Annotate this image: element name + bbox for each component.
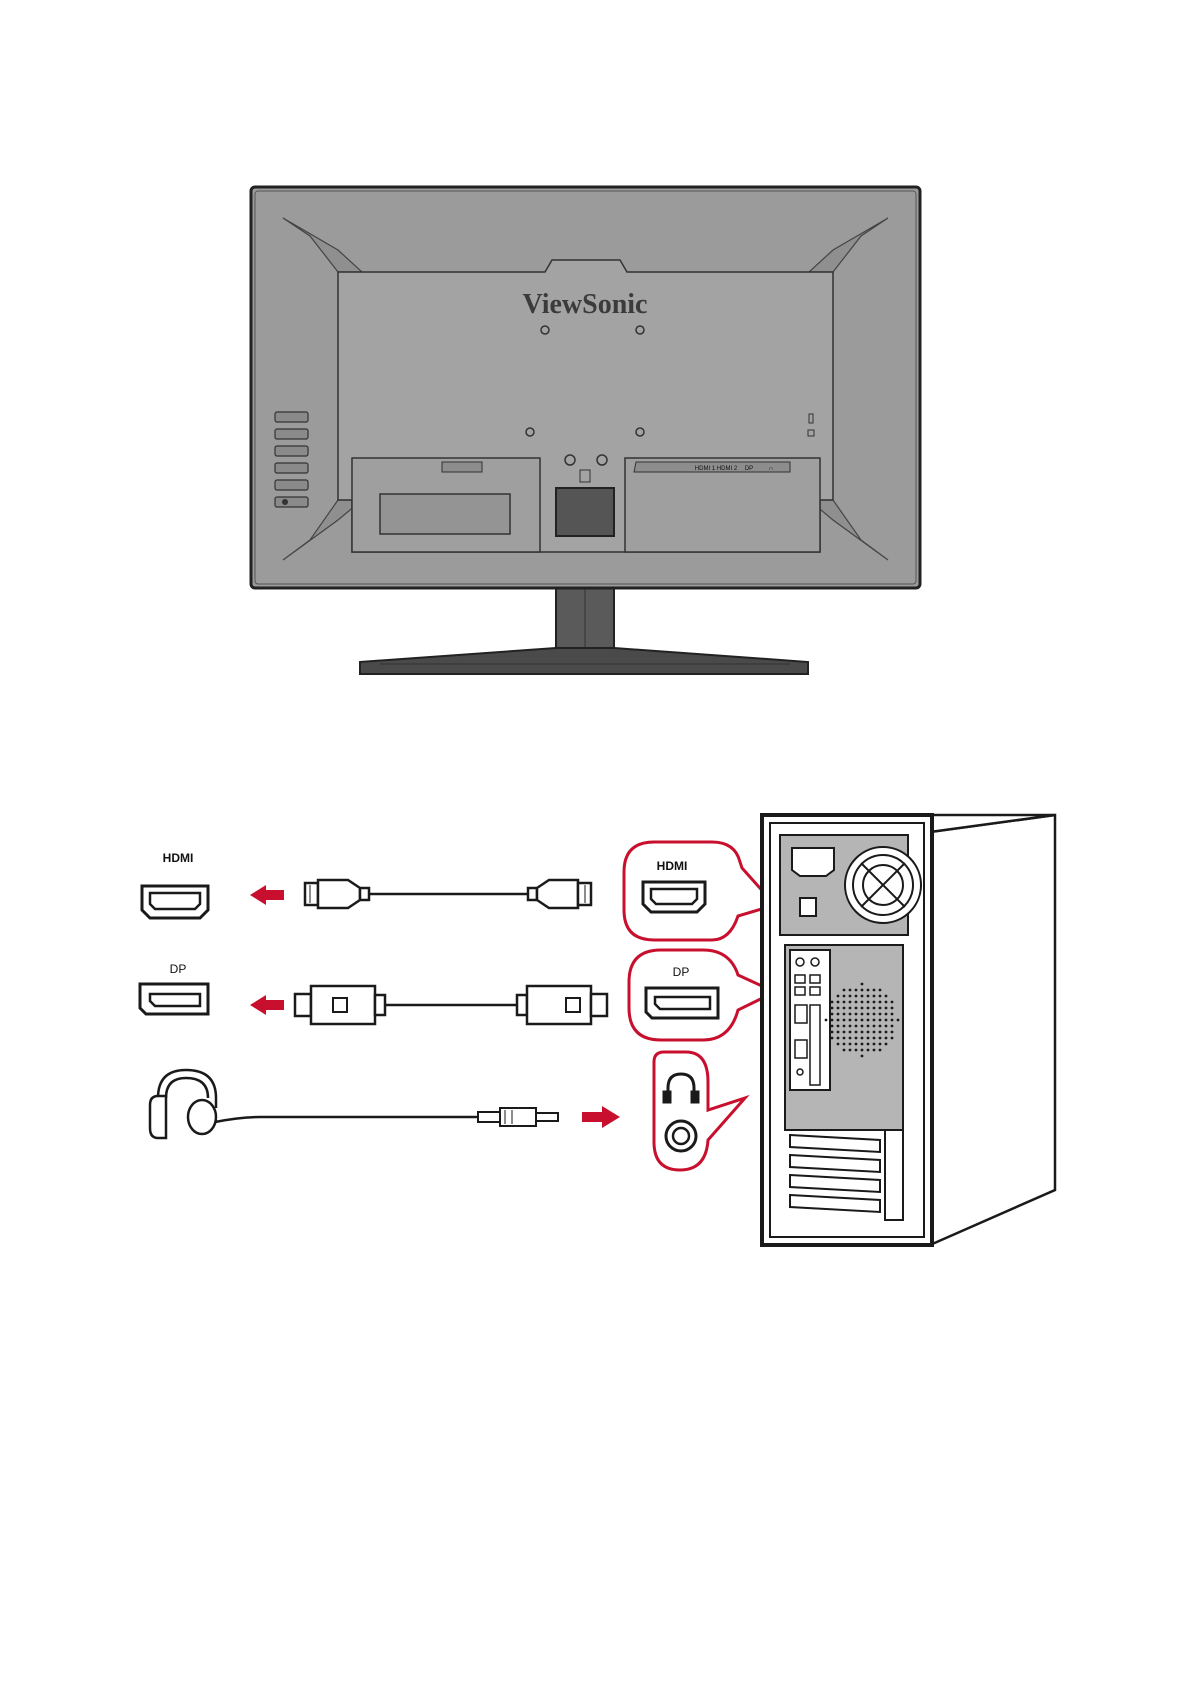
audio-cable bbox=[215, 1117, 478, 1122]
pc-tower bbox=[762, 815, 1055, 1245]
power-socket-icon bbox=[792, 848, 834, 876]
svg-text:HDMI 2: HDMI 2 bbox=[717, 466, 738, 472]
power-port bbox=[442, 462, 482, 472]
monitor-hdmi-label: HDMI bbox=[163, 851, 194, 865]
svg-text:∩: ∩ bbox=[769, 466, 773, 472]
stand-base bbox=[360, 648, 808, 674]
svg-text:DP: DP bbox=[745, 466, 753, 472]
pc-audio-callout bbox=[654, 1052, 745, 1170]
audio-connection bbox=[150, 1052, 745, 1170]
arrow-left-icon bbox=[250, 885, 284, 905]
dp-connection: DP DP bbox=[140, 950, 775, 1040]
audio-plug bbox=[478, 1108, 558, 1126]
power-port-cover bbox=[380, 494, 510, 534]
monitor-dp-label: DP bbox=[170, 962, 187, 976]
hdmi-cable bbox=[305, 880, 591, 908]
pc-dp-label: DP bbox=[673, 965, 690, 979]
arrow-right-icon bbox=[582, 1106, 620, 1128]
power-switch bbox=[800, 898, 816, 916]
dp-logo-icon-2 bbox=[566, 998, 580, 1012]
dp-logo-icon bbox=[333, 998, 347, 1012]
arrow-left-icon-2 bbox=[250, 995, 284, 1015]
monitor-back: ViewSonic HDMI 1 HDMI 2 bbox=[251, 187, 920, 674]
headphone-icon bbox=[150, 1070, 216, 1138]
svg-text:HDMI 1: HDMI 1 bbox=[695, 466, 716, 472]
hdmi-connection: HDMI HDMI bbox=[142, 842, 775, 940]
pc-hdmi-label: HDMI bbox=[657, 859, 688, 873]
brand-logo: ViewSonic bbox=[523, 289, 648, 320]
power-icon bbox=[282, 499, 288, 505]
